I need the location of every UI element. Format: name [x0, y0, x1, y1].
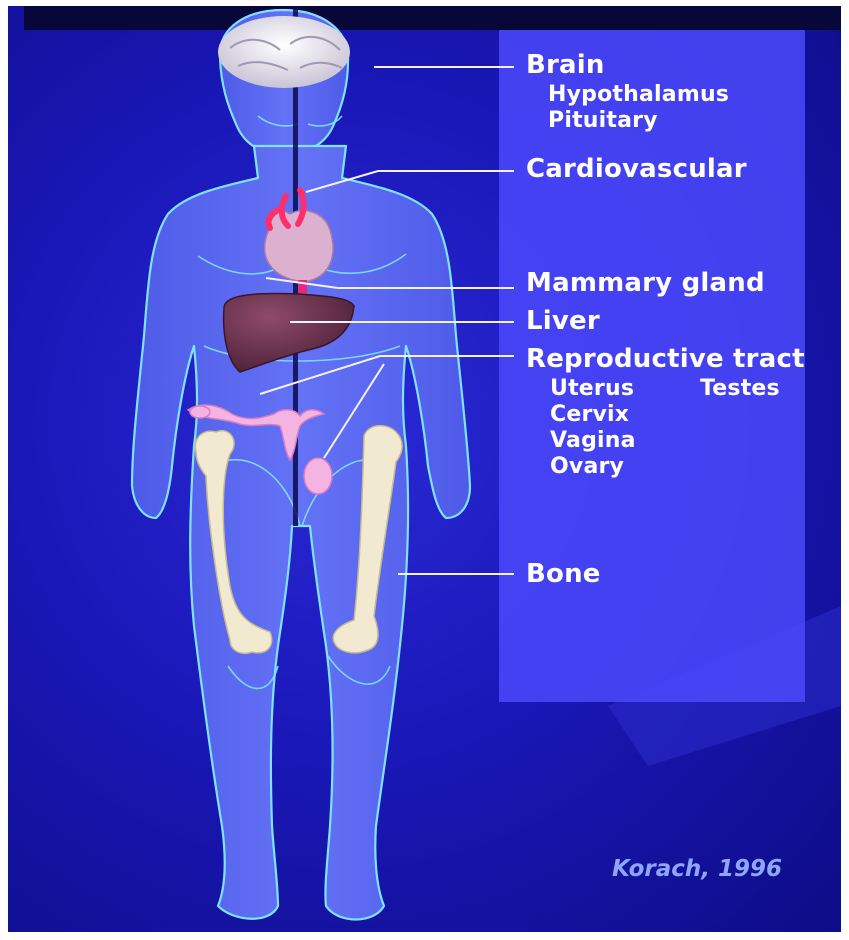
label-reproductive-tract: Reproductive tract [526, 344, 805, 374]
label-cardiovascular: Cardiovascular [526, 154, 747, 184]
label-hypothalamus: Hypothalamus [548, 82, 729, 107]
diagram-scene: Brain Hypothalamus Pituitary Cardiovascu… [8, 6, 841, 932]
label-testes: Testes [700, 376, 780, 401]
label-bone: Bone [526, 559, 601, 589]
citation: Korach, 1996 [612, 856, 782, 882]
testes-organ [304, 458, 332, 494]
label-cervix: Cervix [550, 402, 629, 427]
body-silhouette [132, 10, 470, 920]
label-vagina: Vagina [550, 428, 636, 453]
label-brain: Brain [526, 50, 605, 80]
label-mammary-gland: Mammary gland [526, 268, 765, 298]
label-pituitary: Pituitary [548, 108, 658, 133]
label-ovary: Ovary [550, 454, 624, 479]
leader-line-brain [374, 66, 514, 68]
brain-organ [218, 16, 350, 88]
label-uterus: Uterus [550, 376, 634, 401]
label-liver: Liver [526, 306, 600, 336]
